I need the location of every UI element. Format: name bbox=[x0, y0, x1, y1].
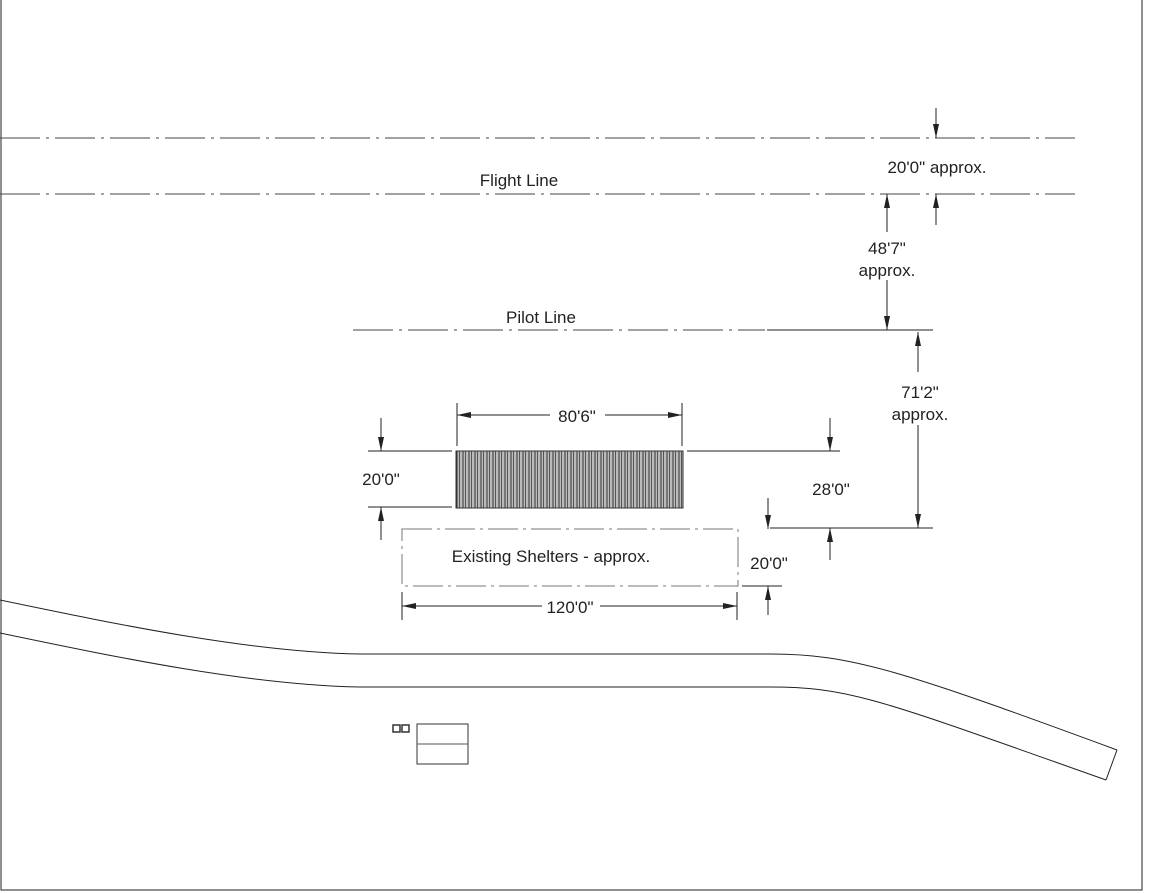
svg-text:Existing Shelters - approx.: Existing Shelters - approx. bbox=[452, 547, 650, 566]
existing-depth-dimension: 20'0" bbox=[742, 498, 788, 615]
pilot-to-shelters-dimension: 71'2" approx. bbox=[770, 332, 949, 529]
svg-text:120'0": 120'0" bbox=[546, 598, 593, 617]
svg-text:80'6": 80'6" bbox=[558, 407, 596, 426]
flight-line-width-dimension: 20'0" approx. bbox=[887, 108, 987, 225]
pilot-line: Pilot Line bbox=[353, 308, 933, 331]
svg-text:48'7": 48'7" bbox=[868, 239, 906, 258]
flight-line-label: Flight Line bbox=[480, 171, 558, 190]
svg-text:20'0" approx.: 20'0" approx. bbox=[887, 158, 986, 177]
svg-text:approx.: approx. bbox=[859, 261, 916, 280]
svg-text:71'2": 71'2" bbox=[901, 383, 939, 402]
svg-text:28'0": 28'0" bbox=[812, 480, 850, 499]
svg-text:20'0": 20'0" bbox=[750, 554, 788, 573]
svg-text:20'0": 20'0" bbox=[362, 470, 400, 489]
road bbox=[0, 599, 1118, 781]
pilot-line-label: Pilot Line bbox=[506, 308, 576, 327]
svg-text:approx.: approx. bbox=[892, 405, 949, 424]
small-legend-box bbox=[392, 723, 469, 765]
new-shelter-offset-dimension: 28'0" bbox=[687, 418, 850, 560]
new-shelter bbox=[455, 450, 684, 509]
flight-to-pilot-dimension: 48'7" approx. bbox=[859, 194, 916, 330]
existing-length-dimension: 120'0" bbox=[401, 592, 738, 620]
new-shelter-depth-dimension: 20'0" bbox=[362, 418, 452, 540]
new-shelter-length-dimension: 80'6" bbox=[456, 403, 683, 446]
flight-line: Flight Line bbox=[0, 137, 1075, 195]
existing-shelters: Existing Shelters - approx. bbox=[401, 528, 739, 587]
